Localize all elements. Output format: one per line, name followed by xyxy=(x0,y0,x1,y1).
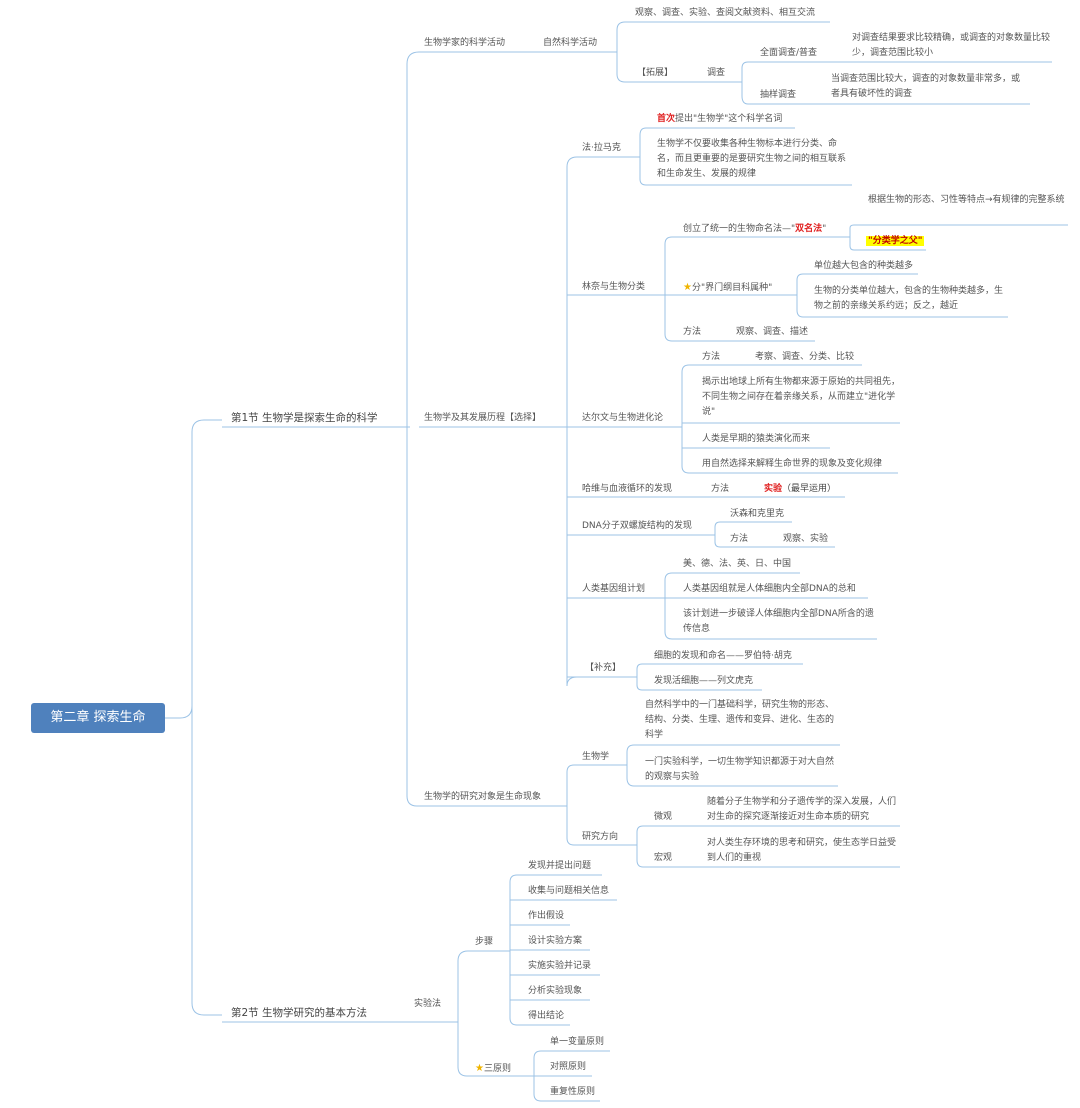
genome-node[interactable]: 人类基因组计划 xyxy=(582,584,646,594)
harvey-method-node[interactable]: 方法 xyxy=(711,484,730,494)
sample-survey-note[interactable]: 当调查范围比较大，调查的对象数量非常多，或者具有破坏性的调查 xyxy=(831,74,1021,99)
micro-note[interactable]: 随着分子生物学和分子遗传学的深入发展，人们对生命的探究逐渐接近对生命本质的研究 xyxy=(707,797,897,822)
research-direction-node[interactable]: 研究方向 xyxy=(582,832,619,842)
harvey-method-value[interactable]: 实验（最早运用） xyxy=(764,482,836,497)
binomial-key: 双名法 xyxy=(795,224,823,234)
darwin-note-2[interactable]: 人类是早期的猿类演化而来 xyxy=(702,434,811,444)
binomial-node[interactable]: 创立了统一的生物命名法—"双名法" xyxy=(683,222,826,237)
binomial-suffix: " xyxy=(822,224,827,234)
dna-node[interactable]: DNA分子双螺旋结构的发现 xyxy=(582,521,692,531)
full-survey-note[interactable]: 对调查结果要求比较精确，或调查的对象数量比较少，调查范围比较小 xyxy=(852,33,1051,58)
section-1-node[interactable]: 第1节 生物学是探索生命的科学 xyxy=(231,412,378,424)
genome-countries[interactable]: 美、德、法、英、日、中国 xyxy=(683,559,792,569)
step-item[interactable]: 发现并提出问题 xyxy=(528,861,592,871)
ranks-note-2[interactable]: 生物的分类单位越大，包含的生物种类越多，生物之前的亲缘关系约远；反之，越近 xyxy=(814,286,1004,311)
principle-item[interactable]: 单一变量原则 xyxy=(550,1037,605,1047)
earliest-use-note: （最早运用） xyxy=(782,484,837,494)
father-node[interactable]: "分类学之父" xyxy=(866,234,925,249)
extension-node[interactable]: 【拓展】 xyxy=(637,68,674,78)
principle-item[interactable]: 对照原则 xyxy=(550,1062,587,1072)
lamarck-first-node[interactable]: 首次提出"生物学"这个科学名词 xyxy=(657,112,782,127)
history-node[interactable]: 生物学及其发展历程【选择】 xyxy=(424,413,542,423)
lamarck-first-text: 提出"生物学"这个科学名词 xyxy=(675,114,783,124)
first-emphasis: 首次 xyxy=(657,114,676,124)
steps-node[interactable]: 步骤 xyxy=(475,937,494,947)
scientific-activity-node[interactable]: 生物学家的科学活动 xyxy=(424,38,506,48)
darwin-method-value[interactable]: 考察、调查、分类、比较 xyxy=(755,352,855,362)
link-root xyxy=(165,419,222,1016)
step-item[interactable]: 分析实验现象 xyxy=(528,986,583,996)
binomial-prefix: 创立了统一的生物命名法—" xyxy=(683,224,796,234)
genome-note-2[interactable]: 该计划进一步破译人体细胞内全部DNA所含的遗传信息 xyxy=(683,609,874,634)
darwin-node[interactable]: 达尔文与生物进化论 xyxy=(582,413,664,423)
principles-label: 三原则 xyxy=(483,1064,511,1074)
research-object-node[interactable]: 生物学的研究对象是生命现象 xyxy=(424,792,542,802)
genome-note-1[interactable]: 人类基因组就是人体细胞内全部DNA的总和 xyxy=(683,584,856,594)
dna-method-value[interactable]: 观察、实验 xyxy=(783,534,829,544)
supplement-item-2[interactable]: 发现活细胞——列文虎克 xyxy=(654,676,754,686)
ranks-label: 分"界门纲目科属种" xyxy=(691,283,773,293)
principles-node[interactable]: ★三原则 xyxy=(475,1061,511,1077)
ranks-note-1[interactable]: 单位越大包含的种类越多 xyxy=(814,261,914,271)
principle-item[interactable]: 重复性原则 xyxy=(550,1087,596,1097)
biology-note-2[interactable]: 一门实验科学，一切生物学知识都源于对大自然的观察与实验 xyxy=(645,757,835,782)
micro-node[interactable]: 微观 xyxy=(654,812,673,822)
step-item[interactable]: 实施实验并记录 xyxy=(528,961,592,971)
darwin-note-3[interactable]: 用自然选择来解释生命世界的现象及变化规律 xyxy=(702,459,883,469)
star-icon: ★ xyxy=(475,1063,484,1074)
macro-note[interactable]: 对人类生存环境的思考和研究，使生态学日益受到人们的重视 xyxy=(707,838,897,863)
experiment-emphasis: 实验 xyxy=(764,484,783,494)
star-icon: ★ xyxy=(683,282,692,293)
root-node[interactable]: 第二章 探索生命 xyxy=(31,703,165,733)
harvey-node[interactable]: 哈维与血液循环的发现 xyxy=(582,484,673,494)
darwin-method-node[interactable]: 方法 xyxy=(702,352,721,362)
biology-note-1[interactable]: 自然科学中的一门基础科学，研究生物的形态、结构、分类、生理、遗传和变异、进化、生… xyxy=(645,700,835,740)
section-2-node[interactable]: 第2节 生物学研究的基本方法 xyxy=(231,1007,368,1019)
full-survey-node[interactable]: 全面调查/普查 xyxy=(760,48,818,58)
linnaeus-method-node[interactable]: 方法 xyxy=(683,327,702,337)
linnaeus-node[interactable]: 林奈与生物分类 xyxy=(582,282,646,292)
biology-node[interactable]: 生物学 xyxy=(582,752,610,762)
ranks-node[interactable]: ★分"界门纲目科属种" xyxy=(683,280,772,296)
binomial-note[interactable]: 根据生物的形态、习性等特点→有规律的完整系统 xyxy=(868,195,1065,205)
macro-node[interactable]: 宏观 xyxy=(654,853,673,863)
step-item[interactable]: 得出结论 xyxy=(528,1011,565,1021)
natural-science-activity-node[interactable]: 自然科学活动 xyxy=(543,38,598,48)
sample-survey-node[interactable]: 抽样调查 xyxy=(760,90,797,100)
dna-method-node[interactable]: 方法 xyxy=(730,534,749,544)
dna-discoverers[interactable]: 沃森和克里克 xyxy=(730,509,785,519)
activity-methods-node[interactable]: 观察、调查、实验、查阅文献资料、相互交流 xyxy=(635,8,816,18)
step-item[interactable]: 收集与问题相关信息 xyxy=(528,886,610,896)
lamarck-node[interactable]: 法·拉马克 xyxy=(582,143,621,153)
supplement-item-1[interactable]: 细胞的发现和命名——罗伯特·胡克 xyxy=(654,651,792,661)
survey-node[interactable]: 调查 xyxy=(707,68,726,78)
father-highlight: "分类学之父" xyxy=(866,236,925,246)
experiment-method-node[interactable]: 实验法 xyxy=(414,999,442,1009)
linnaeus-method-value[interactable]: 观察、调查、描述 xyxy=(736,327,809,337)
step-item[interactable]: 设计实验方案 xyxy=(528,936,583,946)
lamarck-note[interactable]: 生物学不仅要收集各种生物标本进行分类、命名，而且更重要的是要研究生物之间的相互联… xyxy=(657,139,847,179)
supplement-node[interactable]: 【补充】 xyxy=(585,663,622,673)
step-item[interactable]: 作出假设 xyxy=(528,911,565,921)
darwin-note-1[interactable]: 揭示出地球上所有生物都来源于原始的共同祖先，不同生物之间存在着亲缘关系，从而建立… xyxy=(702,377,901,417)
